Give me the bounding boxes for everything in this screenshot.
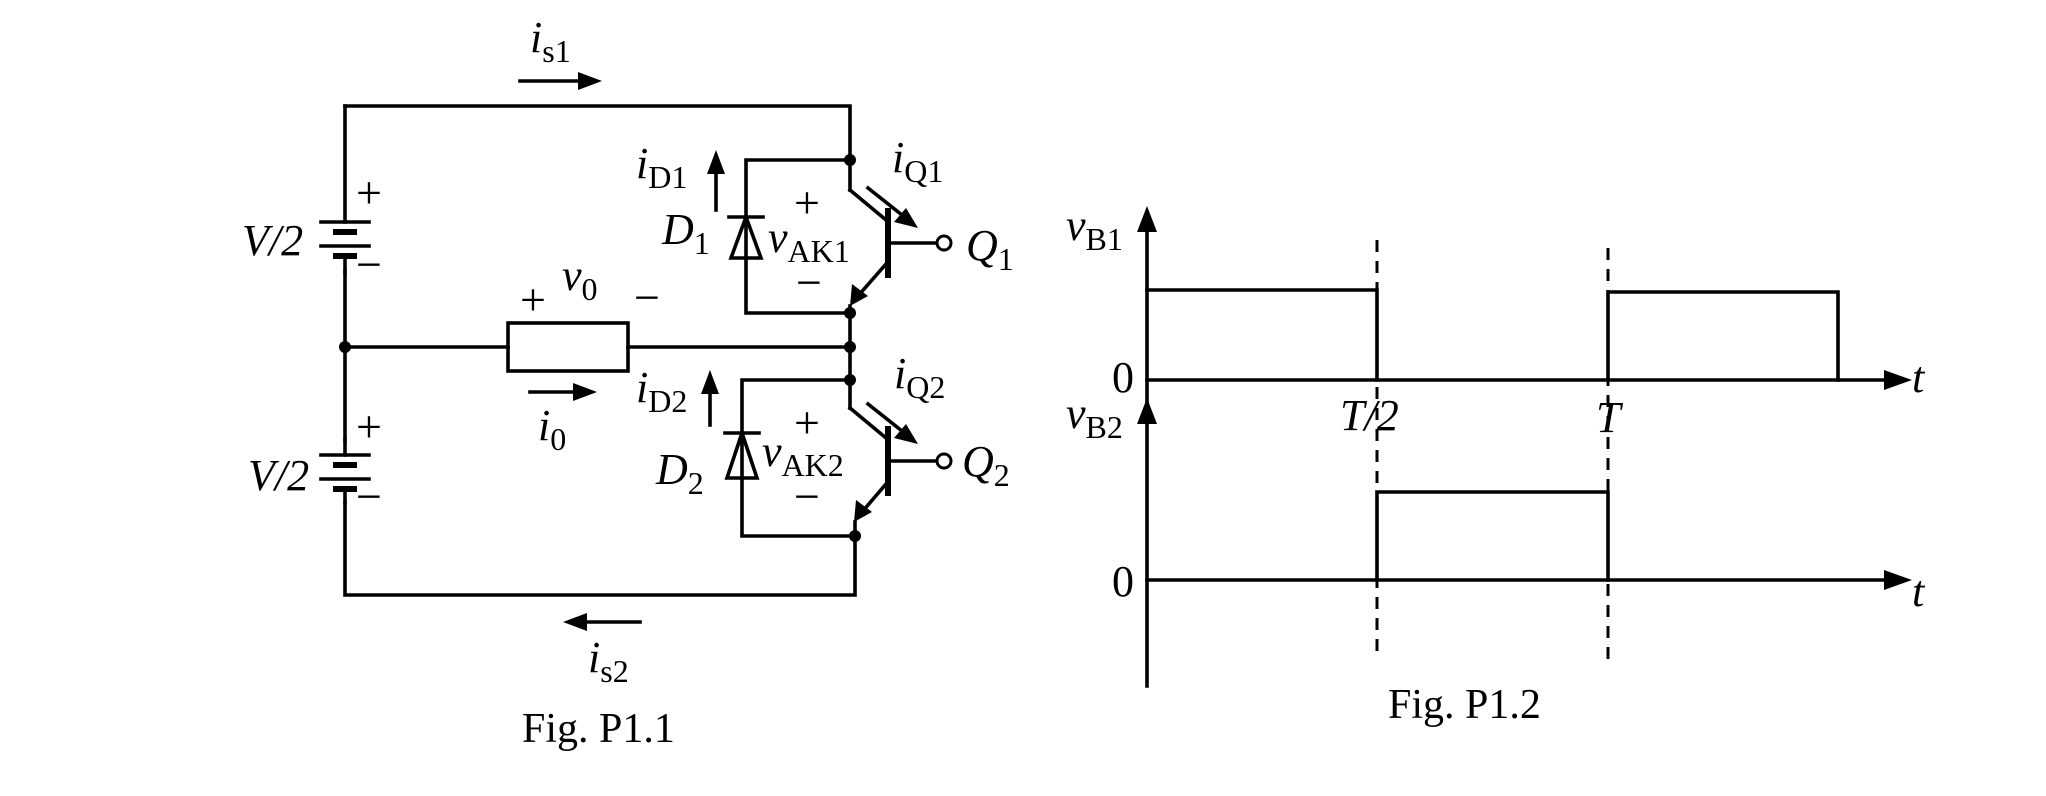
axis-arrow-vb1 bbox=[1137, 206, 1157, 232]
label-t-top: t bbox=[1912, 353, 1926, 402]
load-resistor bbox=[506, 321, 630, 373]
vak1-minus-sign: − bbox=[796, 257, 822, 308]
label-id1: iD1 bbox=[636, 139, 687, 195]
diode-d1 bbox=[727, 158, 852, 315]
label-iq2: iQ2 bbox=[894, 349, 945, 405]
arrow-iq2 bbox=[865, 401, 918, 444]
label-i0: i0 bbox=[538, 401, 566, 457]
battery-top bbox=[319, 220, 371, 274]
arrow-is2 bbox=[563, 613, 642, 631]
vak2-plus-sign: + bbox=[794, 397, 820, 448]
label-v0: v0 bbox=[562, 251, 598, 307]
time-axis-top-arrow bbox=[1884, 370, 1912, 390]
label-vb2: vB2 bbox=[1066, 389, 1123, 445]
arrow-is1 bbox=[518, 72, 602, 90]
arrow-iq1 bbox=[865, 185, 918, 228]
axis-arrow-vb2 bbox=[1137, 398, 1157, 424]
arrow-id2 bbox=[701, 370, 719, 427]
circuit-diagram: is1 is2 i0 v0 + − iD1 iD2 iQ1 iQ2 D1 D2 … bbox=[242, 13, 1014, 752]
label-id2: iD2 bbox=[636, 363, 687, 419]
vak2-minus-sign: − bbox=[794, 471, 820, 522]
label-vb1: vB1 bbox=[1066, 201, 1123, 257]
waveform-vb1-pulse-1 bbox=[1145, 288, 1379, 382]
battery-bottom bbox=[319, 438, 371, 505]
transistor-q1 bbox=[847, 158, 953, 315]
time-axis-bottom-arrow bbox=[1884, 570, 1912, 590]
source-top-plus-sign: + bbox=[356, 167, 382, 218]
label-t-bottom: t bbox=[1912, 567, 1926, 616]
label-d1: D1 bbox=[661, 205, 710, 261]
label-q2: Q2 bbox=[962, 437, 1010, 493]
label-is2: is2 bbox=[588, 633, 629, 689]
diode-d2 bbox=[723, 378, 857, 538]
label-source-bottom: V/2 bbox=[248, 451, 309, 500]
waveform-vb2-pulse bbox=[1375, 490, 1610, 582]
waveform-vb1-pulse-2 bbox=[1606, 290, 1840, 382]
source-top-minus-sign: − bbox=[356, 239, 382, 290]
transistor-q2 bbox=[847, 378, 953, 538]
label-source-top: V/2 bbox=[242, 216, 303, 265]
label-d2: D2 bbox=[655, 445, 704, 501]
label-vak2: vAK2 bbox=[762, 427, 844, 483]
arrow-id1 bbox=[707, 150, 725, 212]
label-zero-bottom: 0 bbox=[1112, 557, 1134, 606]
source-bottom-minus-sign: − bbox=[356, 471, 382, 522]
load-minus-sign: − bbox=[634, 272, 660, 323]
label-q1: Q1 bbox=[966, 221, 1014, 277]
vak1-plus-sign: + bbox=[794, 177, 820, 228]
arrow-i0 bbox=[528, 383, 597, 401]
label-is1: is1 bbox=[530, 13, 571, 69]
wire-left-lower bbox=[343, 501, 857, 597]
load-plus-sign: + bbox=[520, 274, 546, 325]
caption-fig1: Fig. P1.1 bbox=[522, 706, 675, 752]
caption-fig2: Fig. P1.2 bbox=[1388, 682, 1541, 728]
tick-label-t-full: T bbox=[1596, 393, 1624, 442]
label-iq1: iQ1 bbox=[892, 133, 943, 189]
source-bottom-plus-sign: + bbox=[356, 401, 382, 452]
label-zero-top: 0 bbox=[1112, 353, 1134, 402]
waveform-diagram: vB1 vB2 0 0 t t T/2 T Fig. P1.2 bbox=[1066, 201, 1926, 728]
wire-top bbox=[343, 104, 852, 162]
tick-label-t-half: T/2 bbox=[1340, 391, 1399, 440]
label-vak1: vAK1 bbox=[768, 213, 850, 269]
